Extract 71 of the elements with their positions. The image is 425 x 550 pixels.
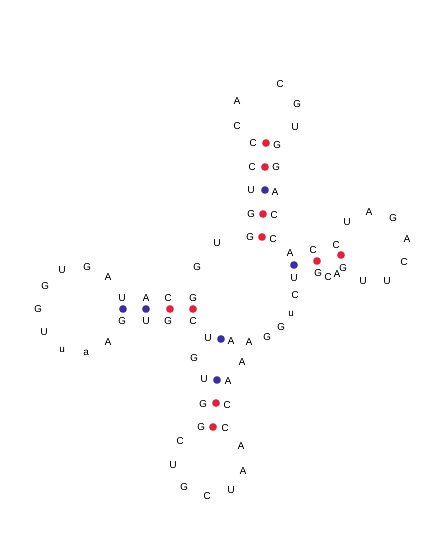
nucleotide-letter: U [227,486,235,496]
nucleotide-letter: C [189,317,197,327]
nucleotide-letter: U [200,375,208,385]
nucleotide-letter: C [324,273,332,283]
nucleotide-letter: G [118,317,126,327]
nucleotide-letter: C [291,291,299,301]
nucleotide-letter: A [240,467,246,477]
nucleotide-letter: C [176,437,184,447]
nucleotide-letter: G [247,210,255,220]
nucleotide-letter: A [334,270,340,280]
nucleotide-letter: U [204,334,212,344]
nucleotide-letter: U [247,186,255,196]
nucleotide-letter: U [58,266,66,276]
nucleotide-letter: U [290,274,298,284]
nucleotide-letter: U [142,317,150,327]
nucleotide-letter: C [203,492,211,502]
nucleotide-letter: A [246,338,252,348]
nucleotide-letter: C [221,424,229,434]
nucleotide-letter: A [142,294,150,304]
nucleotide-letter: G [272,163,280,173]
nucleotide-letter: C [276,80,284,90]
nucleotide-letter: U [359,277,367,287]
nucleotide-letter: U [213,239,221,249]
nucleotide-letter: G [263,333,271,343]
nucleotide-letter: U [291,123,299,133]
nucleotide-letter: A [104,273,112,283]
nucleotide-letter: G [83,263,91,273]
nucleotide-letter: C [400,258,408,268]
nucleotide-letter: C [270,211,278,221]
nucleotide-letter: G [41,282,49,292]
nucleotide-letter: U [118,294,126,304]
nucleotide-letter: G [197,423,205,433]
nucleotide-letter: G [277,323,285,333]
nucleotide-letter: u [59,345,65,355]
nucleotide-letter: U [40,328,48,338]
nucleotide-letter: U [169,461,177,471]
nucleotide-letter: A [272,188,278,198]
nucleotide-letter: C [223,401,231,411]
nucleotide-letter: C [269,235,277,245]
nucleotide-letter: A [234,97,240,107]
nucleotide-letter: G [339,264,347,274]
nucleotide-letter: C [233,122,241,132]
nucleotide-letter: G [193,263,201,273]
nucleotide-letter: A [104,338,112,348]
nucleotide-letter: A [286,249,294,259]
nucleotide-letter: G [164,317,172,327]
nucleotide-letter: G [273,141,281,151]
nucleotide-letter: G [314,269,322,279]
nucleotide-letter: C [249,139,257,149]
nucleotide-letter: G [293,100,301,110]
nucleotide-letter: A [228,337,234,347]
nucleotide-letter: U [343,218,351,228]
nucleotide-letter: G [34,305,42,315]
nucleotide-letter: C [332,241,340,251]
nucleotide-letter: A [404,235,410,245]
nucleotide-letter: C [248,163,256,173]
nucleotide-letter: A [224,377,232,387]
nucleotide-letter: U [383,277,391,287]
nucleotide-letter: G [389,214,397,224]
nucleotide-letter: C [309,246,317,256]
nucleotide-letter: G [189,294,197,304]
nucleotide-letter: A [238,358,246,368]
nucleotide-letter: A [238,442,244,452]
nucleotide-letter: C [164,294,172,304]
nucleotide-letter: G [190,354,198,364]
nucleotide-letter: G [199,400,207,410]
nucleotide-letter: G [246,233,254,243]
nucleotide-letter: A [366,208,372,218]
nucleotide-letter: u [288,309,294,319]
nucleotide-letter: G [180,483,188,493]
nucleotide-letter: a [83,348,89,358]
